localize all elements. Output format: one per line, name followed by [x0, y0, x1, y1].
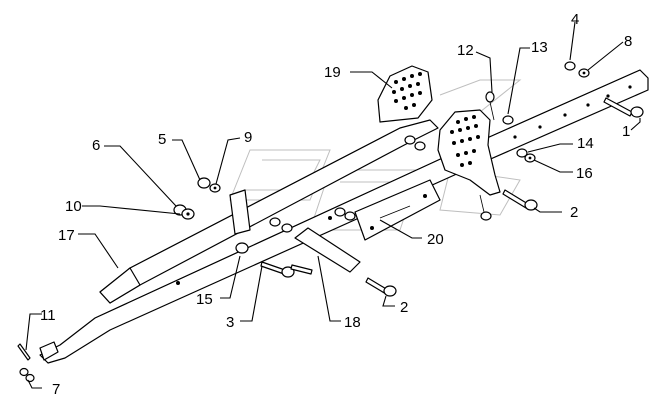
bracket-plate-20 — [354, 179, 441, 241]
bolts — [260, 91, 644, 297]
bolt-2-lower — [365, 277, 397, 297]
callout-6: 6 — [92, 137, 100, 154]
callout-9: 9 — [244, 129, 252, 146]
washer-7 — [19, 367, 35, 383]
callout-14: 14 — [577, 135, 594, 152]
callout-19: 19 — [324, 64, 341, 81]
callout-16: 16 — [576, 165, 593, 182]
washer-9 — [209, 183, 221, 193]
bolt-3 — [260, 261, 295, 278]
callout-15: 15 — [196, 291, 213, 308]
nut-pair-b — [269, 217, 293, 233]
nut-14 — [516, 148, 528, 158]
bolt-2-upper — [502, 189, 538, 211]
callout-12: 12 — [457, 42, 474, 59]
leader-lines — [25, 21, 641, 389]
callout-labels: 4 8 12 13 19 1 14 16 2 20 6 5 9 10 17 15… — [40, 11, 632, 398]
step-plate-right — [437, 109, 501, 196]
fasteners — [17, 61, 590, 383]
bolt-18 — [290, 264, 313, 275]
washer-16 — [524, 153, 536, 163]
eye-bolt-lower — [479, 194, 492, 221]
bracket-plate-18 — [229, 189, 361, 273]
callout-20: 20 — [427, 231, 444, 248]
bolt-1 — [603, 97, 644, 118]
callout-1: 1 — [622, 123, 630, 140]
front-end-cap — [39, 341, 59, 361]
eye-bolt-12 — [485, 91, 495, 121]
washer-8 — [578, 68, 590, 78]
step-plate-left — [377, 65, 433, 123]
callout-7: 7 — [52, 381, 60, 398]
callout-17: 17 — [58, 227, 75, 244]
nut-4 — [564, 61, 576, 71]
callout-11: 11 — [40, 307, 56, 324]
nut-pair-a — [404, 135, 426, 151]
callout-5: 5 — [158, 131, 166, 148]
callout-10: 10 — [65, 198, 82, 215]
upper-frame-bar — [99, 119, 439, 304]
watermark — [229, 79, 522, 231]
washer-10 — [181, 208, 195, 220]
nut-5 — [197, 177, 211, 189]
callout-2-lower: 2 — [400, 299, 408, 316]
nut-pair-c — [334, 207, 356, 221]
callout-8: 8 — [624, 33, 632, 50]
callout-18: 18 — [344, 314, 361, 331]
nut-15 — [235, 242, 249, 254]
callout-3: 3 — [226, 314, 234, 331]
callout-4: 4 — [571, 11, 579, 28]
callout-2-upper: 2 — [570, 204, 578, 221]
callout-13: 13 — [531, 39, 548, 56]
pin-11 — [17, 343, 31, 361]
eye-bolt-13 — [502, 115, 514, 125]
